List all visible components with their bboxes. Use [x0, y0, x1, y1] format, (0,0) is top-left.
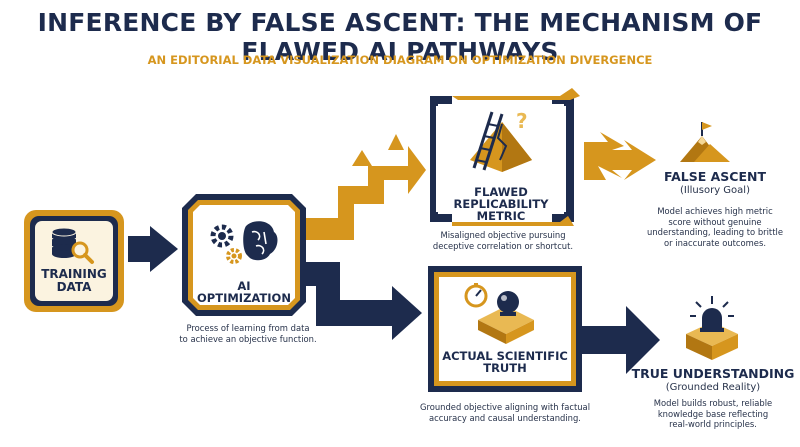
flawed-desc-line2: deceptive correlation or shortcut.: [432, 240, 574, 251]
actual-truth-label: ACTUAL SCIENTIFIC TRUTH: [439, 350, 571, 374]
compass-orb-pedestal-icon: [464, 283, 534, 344]
page-subtitle: AN EDITORIAL DATA VISUALIZATION DIAGRAM …: [147, 53, 653, 67]
database-magnifier-icon: [51, 227, 94, 264]
flawed-metric-desc: Misaligned objective pursuing deceptive …: [418, 230, 588, 251]
glowing-pedestal-icon: [686, 296, 738, 360]
false-ascent-desc-line2: score without genuine: [668, 216, 762, 227]
false-ascent-subtitle: (Illusory Goal): [680, 185, 750, 196]
flawed-desc-line1: Misaligned objective pursuing: [440, 230, 566, 240]
true-understanding-desc-line2: knowledge base reflecting: [657, 408, 769, 419]
ai-optimization-node: [182, 194, 306, 316]
true-understanding-desc-line1: Model builds robust, reliable: [653, 398, 773, 408]
training-label-line2: DATA: [56, 279, 92, 294]
true-understanding-title: TRUE UNDERSTANDING: [631, 366, 795, 381]
arrow-flawed-to-false-ascent: [584, 132, 656, 180]
actual-label-line2: TRUTH: [483, 361, 527, 376]
arrow-optimization-to-flawed: [298, 146, 426, 240]
ai-optimization-desc: Process of learning from data to achieve…: [168, 323, 328, 344]
false-ascent-desc-line3: understanding, leading to brittle: [647, 227, 783, 237]
flawed-label-line1: FLAWED REPLICABILITY: [453, 185, 549, 212]
mountain-flag-icon: [680, 122, 730, 162]
page-title: INFERENCE BY FALSE ASCENT: THE MECHANISM…: [37, 8, 763, 66]
training-data-node: [24, 210, 124, 312]
true-understanding-desc-line3: real-world principles.: [669, 419, 757, 429]
actual-truth-node: [428, 266, 582, 392]
actual-label-line1: ACTUAL SCIENTIFIC: [442, 349, 568, 363]
gears-brain-icon: [210, 221, 278, 264]
ai-optimization-desc-line2: to achieve an objective function.: [179, 333, 317, 344]
false-ascent-desc-line4: or inaccurate outcomes.: [664, 237, 766, 248]
ai-optimization-desc-line1: Process of learning from data: [186, 323, 310, 333]
svg-text:?: ?: [516, 109, 528, 133]
flawed-metric-label: FLAWED REPLICABILITY METRIC: [434, 186, 568, 222]
arrow-actual-to-true-understanding: [582, 306, 660, 374]
true-understanding-subtitle: (Grounded Reality): [665, 382, 761, 393]
training-data-label: TRAINING DATA: [35, 268, 113, 293]
flawed-metric-node: ?: [430, 88, 580, 226]
true-understanding-desc: Model builds robust, reliable knowledge …: [630, 398, 796, 430]
arrow-optimization-to-actual: [298, 262, 422, 340]
cracked-mountain-ladder-icon: ?: [470, 109, 532, 172]
arrow-training-to-optimization: [128, 226, 178, 272]
false-ascent-desc: Model achieves high metric score without…: [632, 206, 798, 248]
arrow-flawed-accent-2: [388, 134, 404, 150]
false-ascent-title: FALSE ASCENT: [663, 169, 766, 184]
actual-truth-desc: Grounded objective aligning with factual…: [410, 402, 600, 423]
flawed-label-line2: METRIC: [476, 209, 526, 224]
actual-desc-line1: Grounded objective aligning with factual: [419, 402, 591, 412]
false-ascent-desc-line1: Model achieves high metric: [657, 206, 773, 216]
arrow-flawed-accent: [352, 150, 372, 166]
ai-optimization-label: AI OPTIMIZATION: [197, 279, 291, 306]
training-label-line1: TRAINING: [41, 267, 107, 281]
actual-desc-line2: accuracy and causal understanding.: [429, 412, 581, 423]
